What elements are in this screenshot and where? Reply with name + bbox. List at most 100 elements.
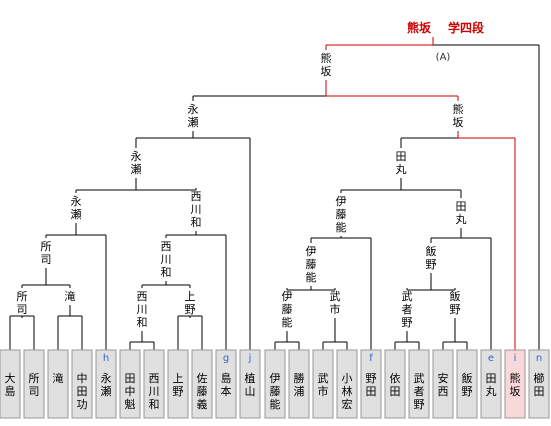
champion-title: 学四段 xyxy=(448,20,485,35)
winner-label: 永瀬 xyxy=(188,102,199,129)
entrant-box[interactable] xyxy=(360,349,382,419)
winner-label: 永瀬 xyxy=(71,194,82,221)
entrant-name: 武者野 xyxy=(414,372,425,411)
winner-label: 飯野 xyxy=(426,244,437,271)
entrant-box[interactable] xyxy=(0,349,21,419)
entrant-name: 依田 xyxy=(390,372,401,398)
seed-letter: j xyxy=(248,353,252,364)
svg-text:武者野: 武者野 xyxy=(414,372,425,411)
entrant-name: 西川和 xyxy=(149,372,160,411)
svg-text:永瀬: 永瀬 xyxy=(71,194,82,221)
entrant-name: 永瀬 xyxy=(101,371,112,398)
svg-text:武市: 武市 xyxy=(330,290,341,316)
entrant-box[interactable] xyxy=(95,349,117,419)
svg-text:飯野: 飯野 xyxy=(426,244,437,271)
entrant-box[interactable] xyxy=(504,349,526,419)
winner-label: 武市 xyxy=(330,290,341,316)
winner-label: 田丸 xyxy=(396,150,407,176)
winner-label: 上野 xyxy=(185,290,196,316)
entrant-box[interactable] xyxy=(143,349,165,419)
entrant-box[interactable] xyxy=(288,349,310,419)
entrant-name: 勝浦 xyxy=(294,371,305,398)
svg-text:依田: 依田 xyxy=(390,372,401,398)
winner-label: 伊藤能 xyxy=(336,195,347,234)
seed-letter: f xyxy=(369,353,373,364)
svg-text:中田功: 中田功 xyxy=(77,372,88,411)
entrant-name: 田中魁 xyxy=(125,372,136,411)
svg-text:佐藤義: 佐藤義 xyxy=(197,371,208,411)
winner-label: 西川和 xyxy=(161,240,172,279)
winner-label: 伊藤能 xyxy=(282,290,293,329)
entrant-name: 小林宏 xyxy=(342,372,353,411)
seed-letter: g xyxy=(223,353,229,364)
entrant-box[interactable] xyxy=(312,349,334,419)
svg-text:野田: 野田 xyxy=(366,372,377,398)
entrant-name: 伊藤能 xyxy=(270,372,281,411)
svg-text:永瀬: 永瀬 xyxy=(188,102,199,129)
svg-text:伊藤能: 伊藤能 xyxy=(270,372,281,411)
entrant-box[interactable] xyxy=(528,349,550,419)
entrant-box[interactable] xyxy=(408,349,430,419)
entrant-box[interactable] xyxy=(480,349,502,419)
winner-label: 田丸 xyxy=(456,200,467,226)
svg-text:永瀬: 永瀬 xyxy=(101,371,112,398)
winner-label: 熊坂 xyxy=(321,51,332,78)
entrant-box[interactable] xyxy=(264,349,286,419)
final-round-label: (A) xyxy=(436,52,451,63)
svg-text:武者野: 武者野 xyxy=(402,290,413,329)
entrant-box[interactable] xyxy=(215,349,237,419)
entrant-box[interactable] xyxy=(23,349,45,419)
svg-text:滝: 滝 xyxy=(65,290,76,303)
entrant-box[interactable] xyxy=(71,349,93,419)
svg-text:西川和: 西川和 xyxy=(191,190,202,229)
entrant-name: 野田 xyxy=(366,372,377,398)
svg-text:大島: 大島 xyxy=(5,371,16,398)
svg-text:武市: 武市 xyxy=(318,372,329,398)
seed-letter: n xyxy=(536,353,542,364)
entrant-box[interactable] xyxy=(432,349,454,419)
entrant-box[interactable] xyxy=(336,349,358,419)
winner-label: 所司 xyxy=(41,240,52,266)
svg-text:飯野: 飯野 xyxy=(450,289,461,316)
entrant-name: 中田功 xyxy=(77,372,88,411)
svg-text:田中魁: 田中魁 xyxy=(125,372,136,411)
entrant-name: 植山 xyxy=(245,371,256,398)
svg-text:所司: 所司 xyxy=(29,372,40,398)
entrant-box[interactable] xyxy=(167,349,189,419)
seed-letter: e xyxy=(488,353,494,364)
svg-text:田丸: 田丸 xyxy=(486,372,497,398)
entrant-name: 大島 xyxy=(5,371,16,398)
svg-text:滝: 滝 xyxy=(53,372,64,385)
entrant-box[interactable] xyxy=(191,349,213,419)
entrant-box[interactable] xyxy=(456,349,478,419)
svg-text:熊坂: 熊坂 xyxy=(321,51,332,78)
svg-text:櫛田: 櫛田 xyxy=(534,371,545,398)
svg-text:勝浦: 勝浦 xyxy=(294,371,305,398)
svg-text:飯野: 飯野 xyxy=(462,371,473,398)
winner-label: 滝 xyxy=(65,290,76,303)
entrant-name: 熊坂 xyxy=(510,371,521,398)
entrant-box[interactable] xyxy=(47,349,69,419)
svg-text:上野: 上野 xyxy=(173,372,184,398)
winner-label: 伊藤能 xyxy=(306,245,317,284)
svg-text:永瀬: 永瀬 xyxy=(131,149,142,176)
svg-text:熊坂: 熊坂 xyxy=(453,102,464,129)
svg-text:田丸: 田丸 xyxy=(396,150,407,176)
svg-text:伊藤能: 伊藤能 xyxy=(306,245,317,284)
entrant-name: 島本 xyxy=(221,371,232,398)
winner-label: 所司 xyxy=(17,290,28,316)
svg-text:所司: 所司 xyxy=(17,290,28,316)
seed-letter: h xyxy=(103,353,109,364)
entrant-box[interactable] xyxy=(119,349,141,419)
winner-label: 永瀬 xyxy=(131,149,142,176)
entrant-name: 武市 xyxy=(318,372,329,398)
entrant-box[interactable] xyxy=(384,349,406,419)
entrant-box[interactable] xyxy=(239,349,261,419)
svg-text:伊藤能: 伊藤能 xyxy=(336,195,347,234)
svg-text:伊藤能: 伊藤能 xyxy=(282,290,293,329)
entrant-name: 安西 xyxy=(438,371,449,398)
winner-label: 飯野 xyxy=(450,289,461,316)
svg-text:小林宏: 小林宏 xyxy=(342,372,353,411)
svg-text:上野: 上野 xyxy=(185,290,196,316)
